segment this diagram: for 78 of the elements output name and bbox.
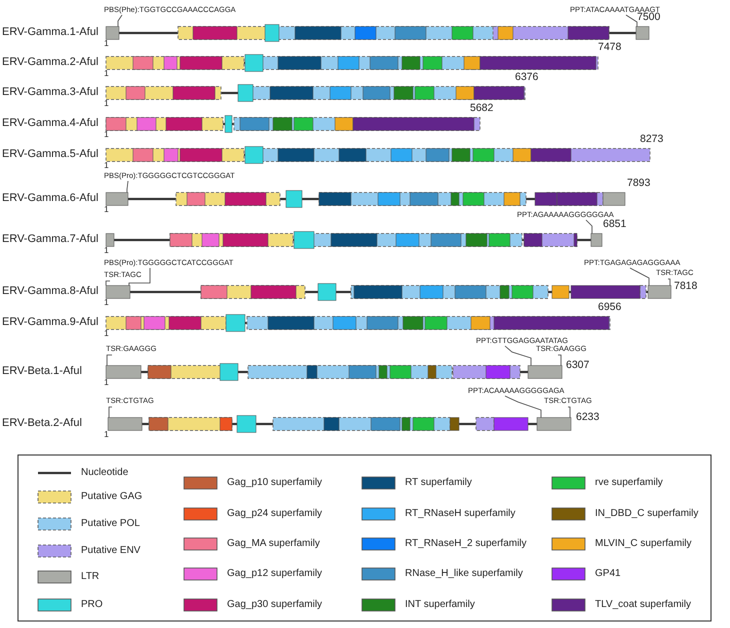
legend-label: Nucleotide — [81, 467, 128, 478]
leader-line — [128, 268, 150, 286]
ltr-box — [528, 365, 562, 379]
legend-label: Putative GAG — [81, 491, 142, 502]
leader-line — [108, 406, 112, 418]
track-label: ERV-Beta.1-Aful — [2, 365, 82, 378]
track-label: ERV-Gamma.2-Aful — [2, 56, 98, 68]
ltr-box — [648, 285, 672, 299]
legend-label: RT superfamily — [405, 477, 472, 488]
legend-label: GP41 — [595, 568, 621, 579]
leader-line — [504, 396, 542, 418]
leader-line — [504, 346, 532, 366]
legend-label: PRO — [81, 599, 103, 610]
legend-label: INT superfamily — [405, 599, 475, 610]
track-label: ERV-Gamma.1-Aful — [2, 26, 98, 38]
track-label: ERV-Gamma.4-Aful — [2, 117, 98, 130]
start-position: 1 — [104, 298, 109, 308]
legend-label: RNase_H_like superfamily — [405, 568, 523, 579]
start-position: 1 — [104, 430, 109, 440]
leader-line — [630, 268, 650, 286]
legend-label: Gag_p10 superfamily — [227, 477, 322, 488]
legend-label: Putative ENV — [81, 545, 140, 556]
ltr-box — [108, 417, 142, 431]
leader-line — [626, 14, 638, 27]
legend-label: Gag_p12 superfamily — [227, 568, 322, 579]
sequence-length: 6376 — [515, 72, 538, 84]
ltr-box — [106, 192, 128, 206]
ltr-box — [106, 365, 142, 379]
sequence-length: 7478 — [598, 42, 622, 54]
track-label: ERV-Gamma.7-Aful — [2, 233, 98, 246]
start-position: 1 — [104, 161, 109, 170]
track-label: ERV-Gamma.3-Aful — [2, 86, 98, 98]
ltr-box — [106, 26, 120, 40]
sequence-length: 7500 — [637, 12, 660, 24]
leader-line — [118, 14, 122, 27]
leader-line — [668, 278, 670, 286]
track-label: ERV-Gamma.6-Aful — [2, 192, 98, 204]
sequence-length: 7818 — [674, 281, 698, 293]
ltr-box — [106, 285, 130, 299]
legend-label: Gag_MA superfamily — [227, 538, 320, 549]
start-position: 1 — [104, 39, 109, 48]
legend-label: rve superfamily — [595, 477, 663, 488]
start-position: 1 — [104, 99, 109, 108]
start-position: 1 — [104, 130, 109, 140]
track-label: ERV-Gamma.5-Aful — [2, 148, 98, 160]
start-position: 1 — [104, 329, 109, 338]
leader-line — [568, 406, 570, 418]
ltr-box — [536, 417, 572, 431]
leader-line — [558, 354, 562, 366]
legend-label: RT_RNaseH superfamily — [405, 508, 516, 519]
sequence-length: 6851 — [603, 219, 626, 231]
legend-label: Putative POL — [81, 518, 140, 529]
ltr-box — [636, 26, 650, 40]
leader-line — [106, 280, 110, 286]
legend-label: TLV_coat superfamily — [595, 599, 691, 610]
legend-label: Gag_p24 superfamily — [227, 508, 322, 519]
start-position: 1 — [104, 69, 109, 78]
legend-label: MLVIN_C superfamily — [595, 538, 692, 549]
legend-label: RT_RNaseH_2 superfamily — [405, 538, 527, 549]
track-label: ERV-Gamma.9-Aful — [2, 316, 98, 328]
start-position: 1 — [104, 378, 109, 388]
track-label: ERV-Beta.2-Aful — [2, 417, 82, 430]
legend-label: LTR — [81, 571, 100, 582]
sequence-length: 6956 — [598, 302, 622, 314]
leader-line — [126, 180, 128, 193]
start-position: 1 — [104, 205, 109, 214]
leader-line — [586, 220, 592, 234]
legend-label: Gag_p30 superfamily — [227, 599, 322, 610]
track-label: ERV-Gamma.8-Aful — [2, 285, 98, 298]
sequence-length: 7893 — [627, 178, 650, 190]
legend-label: IN_DBD_C superfamily — [595, 508, 698, 519]
sequence-length: 8273 — [640, 134, 664, 146]
leader-line — [106, 354, 112, 366]
sequence-length: 6233 — [576, 412, 600, 424]
ltr-box — [590, 233, 602, 247]
sequence-length: 5682 — [470, 103, 494, 115]
sequence-length: 6307 — [566, 360, 590, 372]
start-position: 1 — [104, 246, 109, 256]
